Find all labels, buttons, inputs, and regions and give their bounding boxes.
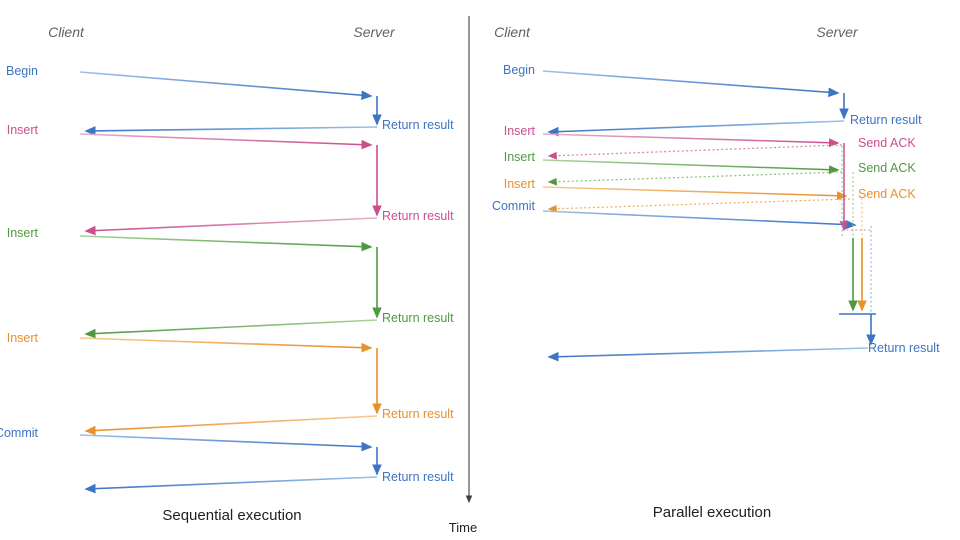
arrow-insert3-response	[84, 415, 378, 436]
message-insert-1: Insert Return result	[7, 123, 454, 236]
label-return-result-1: Return result	[382, 118, 454, 132]
label-return-result-4: Return result	[382, 407, 454, 421]
arrow-commit-response	[84, 476, 378, 494]
message-insert-3-parallel: Insert Send ACK	[504, 177, 916, 213]
panel-parallel: Client Server Begin Return result Insert…	[492, 24, 940, 521]
caption-parallel: Parallel execution	[653, 504, 771, 521]
arrow-insert3-request-parallel	[542, 186, 848, 201]
time-axis-label: Time	[449, 520, 477, 535]
arrow-insert2-ack-parallel	[547, 171, 843, 186]
arrow-begin-request	[79, 71, 373, 100]
message-final-return-parallel: Return result	[547, 341, 940, 362]
label-send-ack-1: Send ACK	[858, 136, 916, 150]
label-return-result-3: Return result	[382, 311, 454, 325]
lane-header-client: Client	[48, 24, 85, 40]
label-insert-2: Insert	[7, 226, 39, 240]
label-return-result-parallel-2: Return result	[868, 341, 940, 355]
label-commit: Commit	[0, 426, 39, 440]
message-insert-3: Insert Return result	[7, 331, 454, 436]
time-axis: Time	[449, 16, 477, 535]
label-insert-2-parallel: Insert	[504, 150, 536, 164]
label-send-ack-3: Send ACK	[858, 187, 916, 201]
label-insert-3-parallel: Insert	[504, 177, 536, 191]
arrow-final-response-parallel	[547, 347, 869, 362]
message-commit-parallel: Commit	[492, 199, 857, 230]
arrow-insert1-response	[84, 217, 378, 236]
arrow-insert3-request	[79, 337, 373, 353]
label-begin-parallel: Begin	[503, 63, 535, 77]
arrow-insert2-response	[84, 319, 378, 339]
arrow-commit-request	[79, 434, 373, 452]
label-return-result-parallel-1: Return result	[850, 113, 922, 127]
label-insert-3: Insert	[7, 331, 39, 345]
lane-header-server: Server	[353, 24, 396, 40]
panel-sequential: Client Server Begin Return result Insert…	[0, 24, 454, 524]
message-commit: Commit Return result	[0, 426, 454, 494]
lane-header-server-parallel: Server	[816, 24, 859, 40]
server-parallel-bars	[839, 143, 876, 346]
arrow-insert2-request-parallel	[542, 159, 840, 175]
label-insert-1-parallel: Insert	[504, 124, 536, 138]
arrow-commit-request-parallel	[542, 210, 857, 230]
label-insert-1: Insert	[7, 123, 39, 137]
arrow-begin-response	[84, 126, 378, 136]
message-insert-2: Insert Return result	[7, 226, 454, 339]
label-return-result-2: Return result	[382, 209, 454, 223]
label-return-result-5: Return result	[382, 470, 454, 484]
arrow-begin-response-parallel	[547, 120, 845, 137]
arrow-insert1-request	[79, 133, 373, 150]
arrow-insert1-ack-parallel	[547, 144, 843, 160]
label-send-ack-2: Send ACK	[858, 161, 916, 175]
arrow-insert2-request	[79, 235, 373, 252]
arrow-begin-request-parallel	[542, 70, 840, 98]
arrow-insert1-request-parallel	[542, 133, 840, 148]
lane-header-client-parallel: Client	[494, 24, 531, 40]
caption-sequential: Sequential execution	[162, 507, 301, 524]
message-begin: Begin Return result	[6, 64, 454, 136]
label-commit-parallel: Commit	[492, 199, 536, 213]
message-begin-parallel: Begin Return result	[503, 63, 922, 137]
message-insert-1-parallel: Insert Send ACK	[504, 124, 916, 160]
message-insert-2-parallel: Insert Send ACK	[504, 150, 916, 186]
label-begin: Begin	[6, 64, 38, 78]
arrow-insert3-ack-parallel	[547, 198, 851, 213]
